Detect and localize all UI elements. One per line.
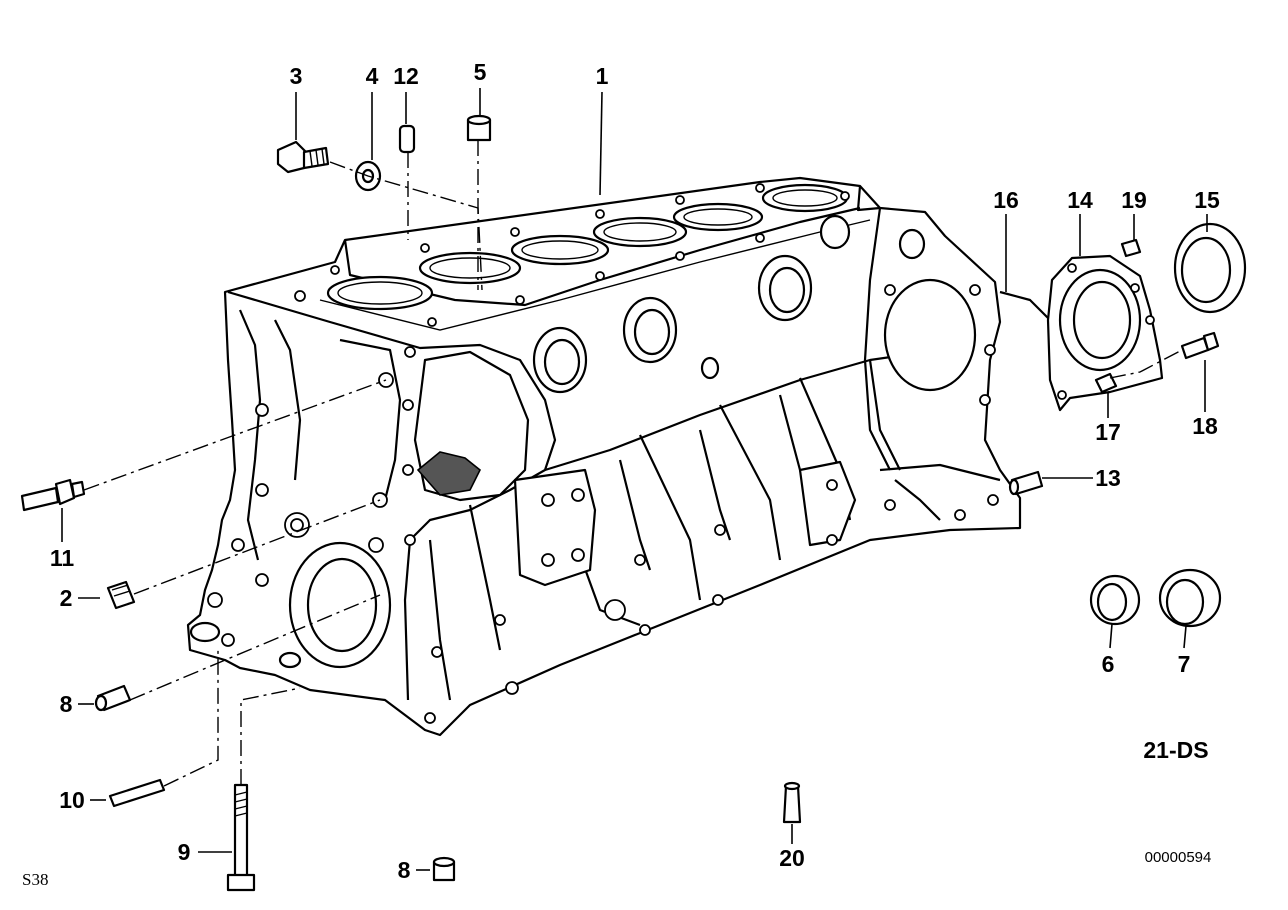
callout-14: 14 <box>1067 187 1093 213</box>
part-3-bolt[interactable] <box>276 140 330 174</box>
callout-3: 3 <box>290 63 303 89</box>
front-face <box>189 290 557 701</box>
part-7-bearing[interactable] <box>1158 568 1222 628</box>
callout-6: 6 <box>1102 651 1115 677</box>
engine-block <box>186 176 1022 737</box>
part-13-dowel[interactable] <box>1008 470 1044 496</box>
part-8-sleeve-bottom[interactable] <box>432 856 456 882</box>
part-15-seal-ring[interactable] <box>1173 222 1247 314</box>
part-6-bearing[interactable] <box>1089 574 1141 626</box>
callout-10: 10 <box>59 787 85 813</box>
part-8-sleeve-left[interactable] <box>94 684 132 712</box>
callout-labels: 3 4 12 5 1 16 14 19 15 17 18 13 11 2 8 1… <box>50 59 1220 883</box>
callout-4: 4 <box>366 63 379 89</box>
rear-flange <box>863 207 1001 521</box>
assembly-lines <box>83 140 1183 787</box>
callout-20: 20 <box>779 845 805 871</box>
callout-15: 15 <box>1194 187 1220 213</box>
part-14-seal-carrier[interactable] <box>1046 254 1164 412</box>
callout-13: 13 <box>1095 465 1121 491</box>
skirt-ribs <box>424 348 999 724</box>
part-11-stud[interactable] <box>20 478 86 512</box>
callout-11: 11 <box>50 545 75 571</box>
callout-17: 17 <box>1095 419 1121 445</box>
part-5-sleeve[interactable] <box>466 114 492 142</box>
part-18-bolt[interactable] <box>1180 331 1220 360</box>
callout-8-left: 8 <box>60 691 73 717</box>
callout-12: 12 <box>393 63 419 89</box>
callout-16: 16 <box>993 187 1019 213</box>
side-bosses <box>532 214 851 394</box>
callout-9: 9 <box>178 839 191 865</box>
callout-2: 2 <box>60 585 73 611</box>
callout-7: 7 <box>1178 651 1191 677</box>
callout-1: 1 <box>596 63 609 89</box>
part-2-plug[interactable] <box>106 580 136 610</box>
part-9-long-bolt[interactable] <box>226 783 256 892</box>
callout-8-bottom: 8 <box>398 857 411 883</box>
leader-lines <box>61 88 1208 871</box>
part-10-pin[interactable] <box>108 778 166 808</box>
sheet-code-label: S38 <box>22 870 48 889</box>
cylinder-bores <box>326 183 849 311</box>
part-20-tube[interactable] <box>782 781 802 824</box>
reference-number-label: 00000594 <box>1145 849 1212 866</box>
callout-19: 19 <box>1121 187 1147 213</box>
deck-holes <box>294 183 850 327</box>
part-12-dowel[interactable] <box>398 124 416 154</box>
group-code-label: 21-DS <box>1143 737 1208 763</box>
callout-5: 5 <box>474 59 487 85</box>
part-19-screw[interactable] <box>1120 238 1142 258</box>
callout-18: 18 <box>1192 413 1218 439</box>
